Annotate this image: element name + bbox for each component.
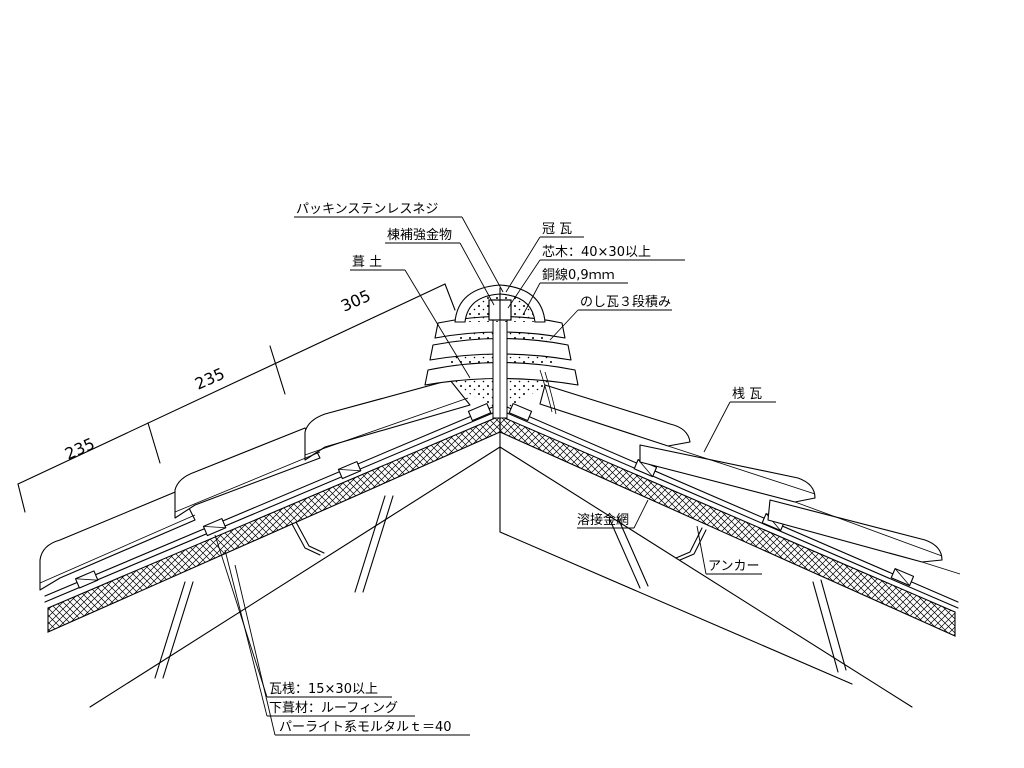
- anchors: [291, 521, 707, 561]
- leader-lines: [214, 216, 776, 736]
- copper-wire: [539, 369, 557, 415]
- label-crown-tile: 冠 瓦: [542, 222, 572, 237]
- label-noshi-tiles: のし瓦３段積み: [580, 295, 671, 310]
- label-copper-wire: 銅線0,9ｍｍ: [542, 267, 615, 283]
- label-mortar-clay: 葺 土: [352, 255, 382, 270]
- label-batten: 瓦桟：15×30以上: [269, 682, 378, 697]
- label-perlite-mortar: パーライト系モルタルｔ＝40: [279, 720, 452, 735]
- label-welded-mesh: 溶接金網: [577, 512, 629, 528]
- dim-235-left: 235: [62, 434, 98, 464]
- label-underlay: 下葺材：ルーフィング: [269, 701, 398, 716]
- mortar-mesh-layer: [44, 403, 959, 637]
- label-packing-screw: パッキンステンレスネジ: [296, 202, 438, 217]
- field-tiles-right: [539, 384, 961, 575]
- structure-lines: [89, 421, 913, 708]
- field-tiles-left: [39, 379, 471, 591]
- label-ridge-bracket: 棟補強金物: [387, 227, 452, 243]
- dimension-lines: [17, 283, 456, 513]
- label-field-tile: 桟 瓦: [732, 387, 762, 402]
- label-core-wood: 芯木：40×30以上: [542, 245, 651, 260]
- dim-235-middle: 235: [192, 364, 228, 394]
- dim-305: 305: [338, 286, 374, 316]
- label-anchor: アンカー: [708, 559, 759, 574]
- crown-tile: [454, 284, 546, 323]
